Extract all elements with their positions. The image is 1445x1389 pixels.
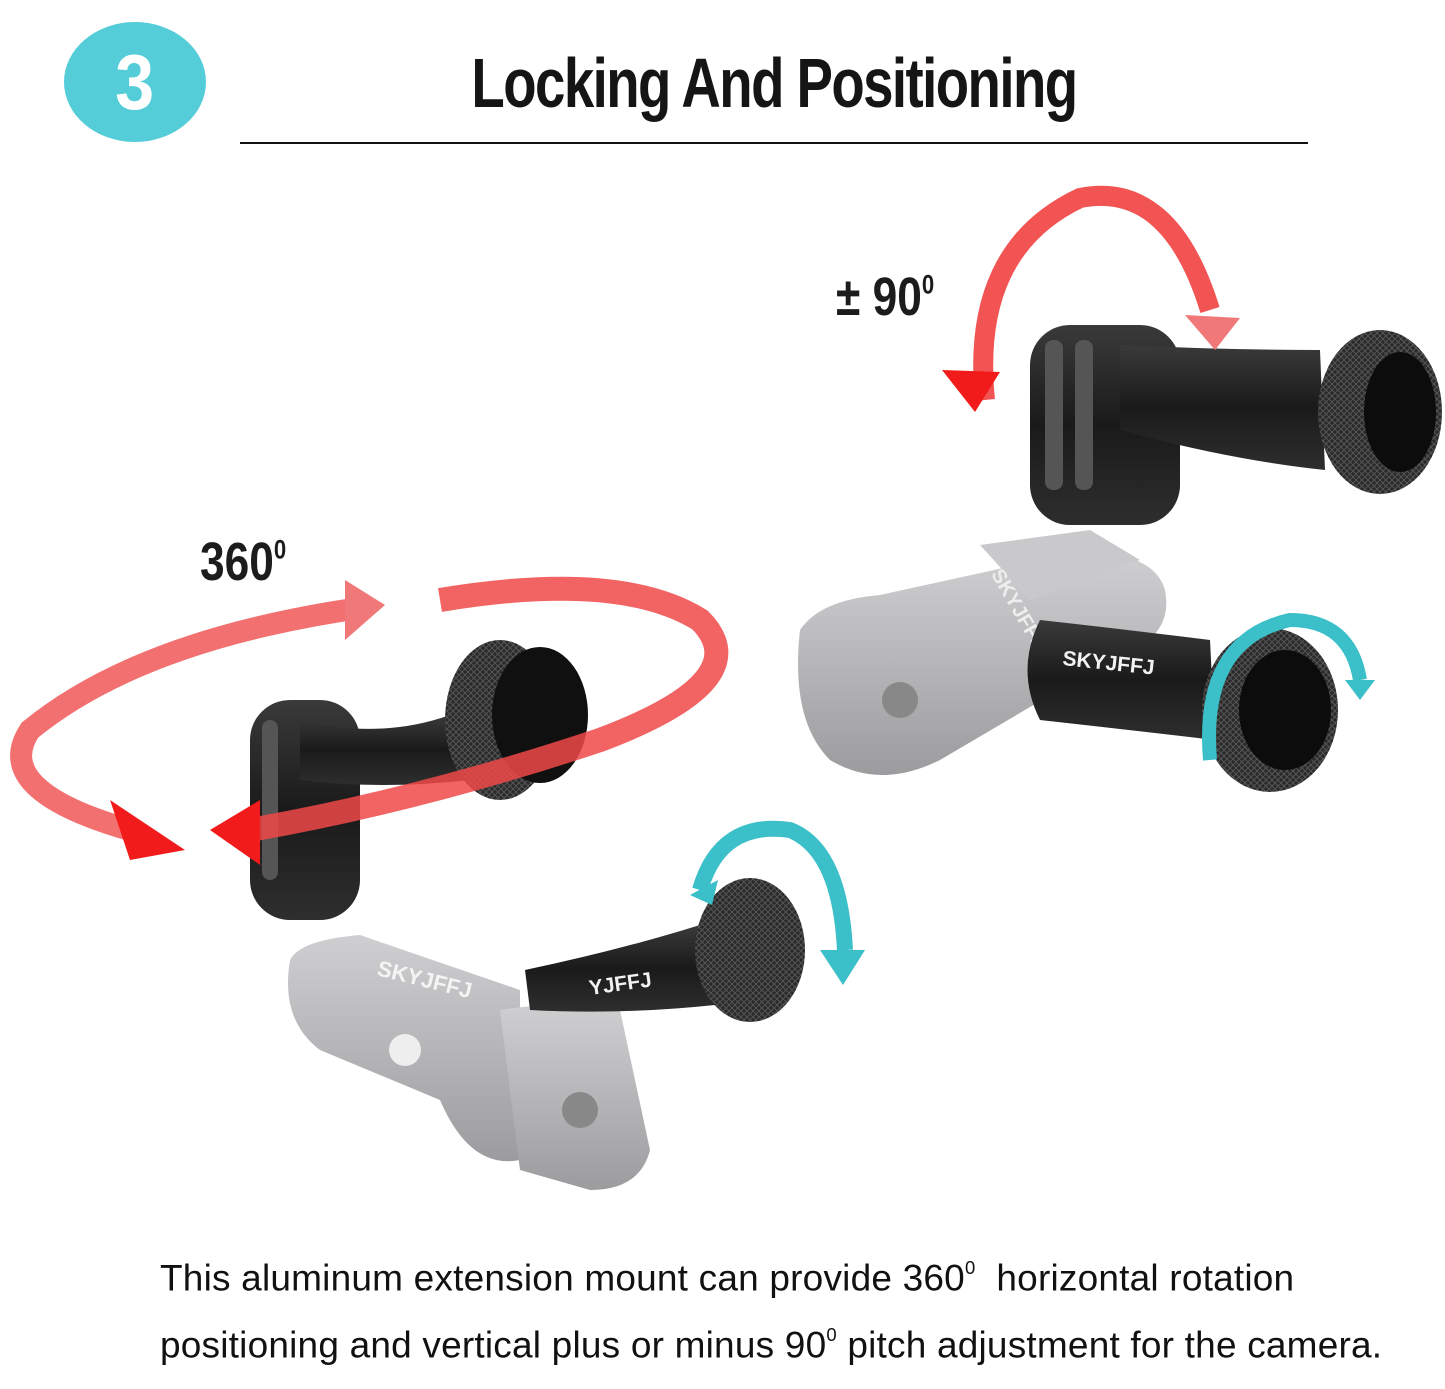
rotation-angle-label: 3600	[200, 535, 286, 589]
desc-degree-2: 0	[826, 1323, 837, 1345]
pitch-degree-symbol: 0	[921, 269, 935, 300]
pitch-angle-label: ± 900	[836, 270, 934, 324]
step-number: 3	[115, 38, 155, 126]
pitch-angle-value: ± 90	[836, 267, 922, 327]
title-underline-divider	[240, 142, 1308, 144]
desc-part-2: horizontal rotation positioning and vert…	[160, 1257, 1305, 1366]
rotation-degree-symbol: 0	[273, 534, 287, 565]
desc-degree-1: 0	[964, 1257, 976, 1278]
right-mount: SKYJFFJ SKYJFFJ	[798, 185, 1442, 792]
left-mount: SKYJFFJ YJFFJ	[10, 576, 865, 1190]
page-title: Locking And Positioning	[471, 44, 1078, 122]
description-text: This aluminum extension mount can provid…	[160, 1240, 1420, 1373]
desc-part-1: This aluminum extension mount can provid…	[160, 1257, 965, 1299]
desc-part-3: pitch adjustment for the camera.	[836, 1324, 1383, 1366]
rotation-angle-value: 360	[200, 532, 274, 592]
step-number-badge: 3	[64, 22, 206, 142]
